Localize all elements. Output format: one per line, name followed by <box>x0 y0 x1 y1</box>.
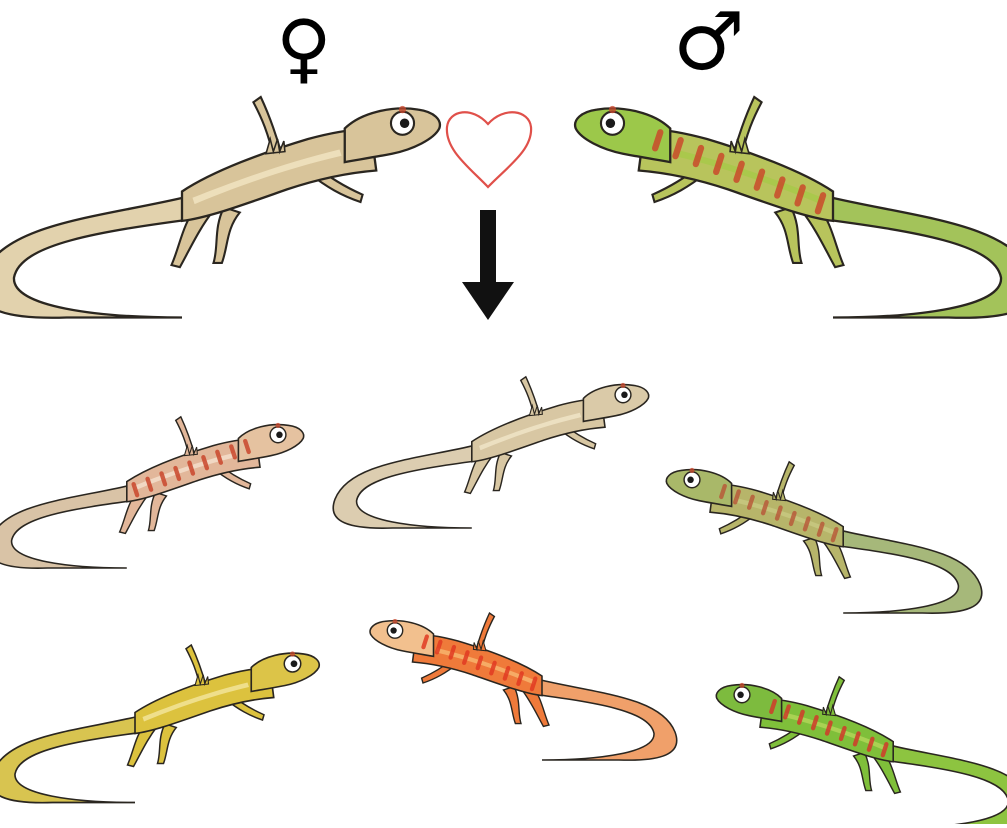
offspring-lizard-plain-beige <box>333 377 648 528</box>
offspring-lizard-green-red-bars-faded <box>666 462 981 613</box>
offspring-lizard-plain-yellow <box>0 645 319 803</box>
female-symbol: ♀ <box>276 10 332 86</box>
male-symbol: ♂ <box>673 2 745 82</box>
offspring-lizard-beige-red-bars <box>0 417 304 568</box>
heart-outline-icon <box>447 112 531 187</box>
down-arrow-icon <box>462 210 514 320</box>
offspring-lizard-red-orange-bars <box>370 613 677 760</box>
offspring-lizard-green-red-bars-bright <box>716 677 1007 824</box>
male-parent-lizard <box>575 97 1007 318</box>
female-parent-lizard <box>0 97 440 318</box>
